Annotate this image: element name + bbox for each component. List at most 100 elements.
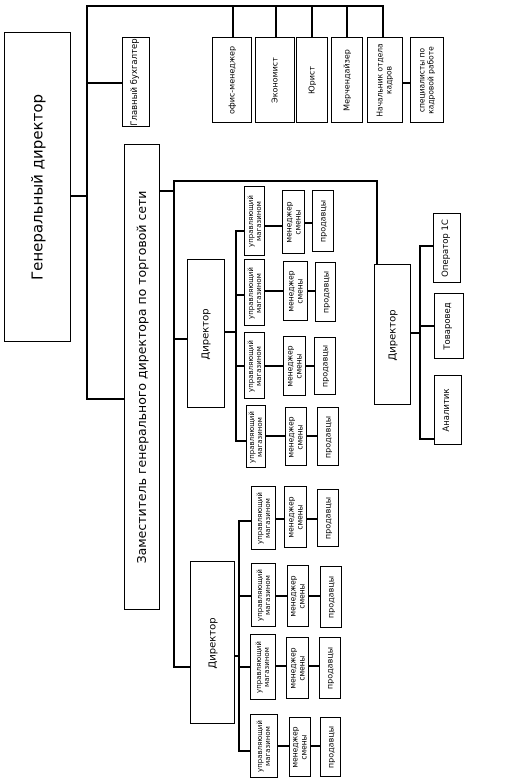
store-manager-box: управляющий магазином	[244, 186, 265, 256]
ceo-label: Генеральный директор	[27, 93, 46, 281]
director-label: Директор	[206, 616, 218, 669]
sales-box: продавцы	[317, 489, 339, 547]
subordinate-label: Оператор 1С	[441, 219, 452, 277]
store-manager-box: управляющий магазином	[250, 714, 278, 778]
connector-line	[278, 745, 289, 747]
connector-line	[346, 5, 348, 37]
shift-manager-label: менеджер смены	[287, 647, 306, 689]
sales-box: продавцы	[320, 717, 341, 777]
sales-label: продавцы	[326, 575, 336, 619]
chief-accountant-label: Главный бухгалтер	[130, 38, 141, 126]
connector-line	[411, 332, 420, 334]
store-manager-label: управляющий магазином	[246, 339, 263, 392]
director-box: Директор	[190, 561, 235, 724]
connector-line	[173, 666, 190, 668]
sales-label: продавцы	[323, 496, 333, 540]
connector-line	[306, 365, 314, 367]
connector-line	[235, 365, 244, 367]
connector-line	[70, 195, 87, 197]
connector-line	[235, 440, 246, 442]
connector-line	[376, 180, 378, 266]
connector-line	[382, 5, 384, 37]
connector-line	[305, 222, 312, 224]
shift-manager-label: менеджер смены	[284, 345, 303, 387]
store-manager-box: управляющий магазином	[251, 486, 276, 550]
connector-line	[173, 338, 187, 340]
subordinate-box-operator-1c: Оператор 1С	[433, 213, 461, 283]
sales-label: продавцы	[320, 344, 330, 388]
sales-box: продавцы	[312, 190, 334, 252]
store-manager-label: управляющий магазином	[255, 569, 272, 621]
connector-line	[225, 331, 236, 333]
connector-line	[160, 190, 174, 192]
sales-box: продавцы	[315, 262, 336, 322]
connector-line	[238, 666, 250, 668]
shift-manager-box: менеджер смены	[287, 565, 309, 627]
staff-box-merchandiser: Мерчендайзер	[331, 37, 363, 123]
connector-line	[276, 518, 284, 520]
staff-label: специалисты по кадровой работе	[417, 46, 435, 114]
connector-line	[265, 290, 283, 292]
connector-line	[276, 665, 286, 667]
store-manager-label: управляющий магазином	[255, 492, 272, 544]
store-manager-box: управляющий магазином	[250, 634, 276, 700]
store-manager-box: управляющий магазином	[246, 405, 266, 468]
connector-line	[173, 180, 175, 668]
staff-box-economist: Экономист	[255, 37, 295, 123]
connector-line	[232, 5, 234, 37]
subordinate-box-merchandise-expert: Товаровед	[434, 293, 464, 359]
store-manager-box: управляющий магазином	[251, 563, 276, 627]
staff-label: Мерчендайзер	[342, 49, 352, 111]
connector-line	[309, 595, 320, 597]
staff-box-lawyer: Юрист	[296, 37, 328, 123]
connector-line	[419, 245, 433, 247]
sales-box: продавцы	[320, 566, 342, 628]
store-manager-label: управляющий магазином	[247, 410, 264, 463]
connector-line	[276, 595, 287, 597]
store-manager-label: управляющий магазином	[246, 195, 263, 247]
sales-label: продавцы	[325, 646, 335, 690]
staff-label: Начальник отдела кадров	[375, 43, 393, 117]
shift-manager-box: менеджер смены	[285, 407, 307, 466]
connector-line	[307, 518, 317, 520]
shift-manager-box: менеджер смены	[282, 190, 305, 254]
connector-line	[86, 5, 88, 400]
sales-label: продавцы	[323, 415, 333, 458]
connector-line	[419, 245, 421, 440]
subordinate-box-analyst: Аналитик	[434, 375, 462, 445]
connector-line	[235, 230, 244, 232]
connector-line	[308, 290, 315, 292]
ceo-box: Генеральный директор	[4, 32, 71, 342]
connector-line	[235, 294, 244, 296]
deputy-label: Заместитель генерального директора по то…	[133, 190, 149, 564]
sales-label: продавцы	[318, 199, 328, 243]
connector-line	[275, 5, 277, 37]
sales-label: продавцы	[320, 270, 330, 314]
staff-box-hr-chief: Начальник отдела кадров	[367, 37, 403, 123]
store-manager-box: управляющий магазином	[244, 259, 265, 326]
director-box: Директор	[187, 259, 225, 408]
sales-box: продавцы	[314, 337, 336, 395]
connector-line	[307, 435, 317, 437]
connector-line	[419, 438, 434, 440]
sales-label: продавцы	[325, 725, 335, 769]
connector-line	[266, 435, 285, 437]
shift-manager-box: менеджер смены	[283, 336, 306, 396]
store-manager-label: управляющий магазином	[254, 641, 271, 693]
connector-line	[238, 520, 240, 752]
connector-line	[173, 180, 377, 182]
connector-line	[235, 655, 240, 657]
connector-line	[238, 595, 251, 597]
shift-manager-label: менеджер смены	[285, 270, 304, 312]
staff-label: Юрист	[307, 66, 317, 94]
staff-box-office-manager: офис-менеджер	[212, 37, 252, 123]
shift-manager-box: менеджер смены	[286, 637, 309, 699]
staff-label: офис-менеджер	[227, 45, 237, 115]
director-label: Директор	[386, 308, 398, 361]
connector-line	[86, 398, 124, 400]
shift-manager-box: менеджер смены	[284, 486, 307, 548]
sales-box: продавцы	[319, 637, 341, 699]
shift-manager-box: менеджер смены	[289, 717, 311, 777]
shift-manager-label: менеджер смены	[290, 726, 308, 768]
